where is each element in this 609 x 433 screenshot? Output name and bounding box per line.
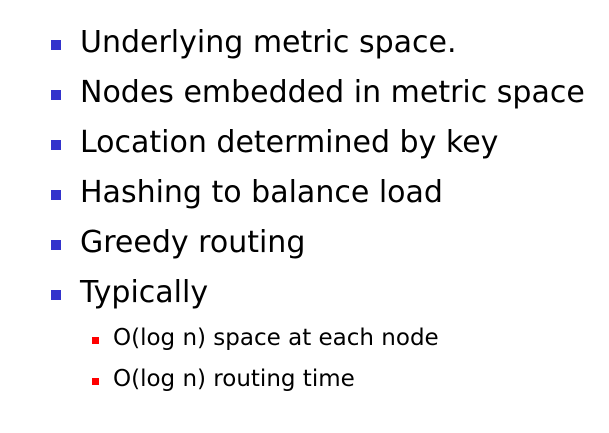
bullet-text: Greedy routing	[80, 225, 306, 260]
square-bullet-icon	[51, 90, 61, 100]
bullet-text: Underlying metric space.	[80, 25, 457, 60]
sub-bullet-text: O(log n) routing time	[113, 366, 355, 392]
bullet-item: Typically	[49, 268, 585, 318]
bullet-list: Underlying metric space. Nodes embedded …	[49, 18, 585, 318]
sub-bullet-list: O(log n) space at each node O(log n) rou…	[90, 318, 439, 400]
sub-bullet-item: O(log n) routing time	[90, 359, 439, 400]
square-bullet-icon	[51, 140, 61, 150]
square-bullet-icon	[51, 290, 61, 300]
small-square-bullet-icon	[92, 378, 99, 385]
bullet-item: Underlying metric space.	[49, 18, 585, 68]
sub-bullet-text: O(log n) space at each node	[113, 325, 439, 351]
bullet-item: Nodes embedded in metric space	[49, 68, 585, 118]
bullet-text: Hashing to balance load	[80, 175, 443, 210]
bullet-text: Typically	[80, 275, 209, 310]
square-bullet-icon	[51, 240, 61, 250]
bullet-text: Nodes embedded in metric space	[80, 75, 585, 110]
bullet-text: Location determined by key	[80, 125, 499, 160]
bullet-item: Greedy routing	[49, 218, 585, 268]
bullet-item: Hashing to balance load	[49, 168, 585, 218]
small-square-bullet-icon	[92, 337, 99, 344]
sub-bullet-item: O(log n) space at each node	[90, 318, 439, 359]
square-bullet-icon	[51, 190, 61, 200]
square-bullet-icon	[51, 40, 61, 50]
bullet-item: Location determined by key	[49, 118, 585, 168]
